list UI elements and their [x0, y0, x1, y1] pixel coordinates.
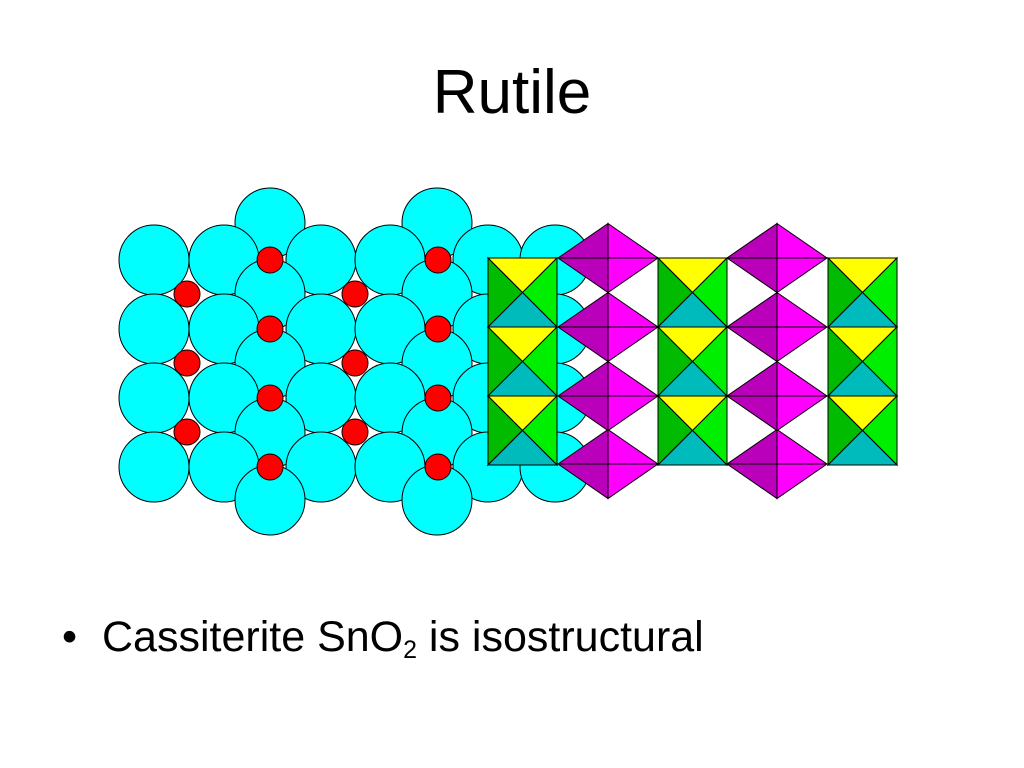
octahedron-face — [776, 360, 829, 397]
slide-title: Rutile — [432, 58, 592, 127]
titanium-atom — [424, 246, 452, 274]
octahedron-face — [607, 222, 660, 259]
bullet-text: Cassiterite SnO — [102, 613, 404, 661]
titanium-atom — [256, 246, 284, 274]
octahedron-face — [607, 428, 660, 465]
titanium-atom — [341, 280, 369, 308]
octahedron-face — [607, 257, 660, 294]
octahedron-face — [725, 257, 778, 294]
octahedron-face — [725, 326, 778, 363]
octahedron-face — [607, 326, 660, 363]
bullet-list: • Cassiterite SnO2 is isostructural — [62, 612, 704, 664]
octahedron-face — [776, 326, 829, 363]
bullet-text-tail: is isostructural — [416, 613, 704, 661]
octahedron-face — [776, 291, 829, 328]
octahedron-face — [725, 428, 778, 465]
octahedron-face — [607, 395, 660, 432]
octahedron-face — [776, 463, 829, 500]
titanium-atom — [256, 384, 284, 412]
polyhedral-model — [486, 222, 899, 500]
octahedron-face — [725, 360, 778, 397]
octahedron-face — [607, 360, 660, 397]
titanium-atom — [341, 418, 369, 446]
titanium-atom — [173, 349, 201, 377]
bullet-item: • Cassiterite SnO2 is isostructural — [62, 612, 704, 664]
octahedron-face — [725, 291, 778, 328]
titanium-atom — [256, 315, 284, 343]
titanium-atom — [173, 280, 201, 308]
octahedron-face — [607, 463, 660, 500]
octahedron-face — [656, 429, 729, 466]
formula-subscript: 2 — [403, 635, 417, 664]
titanium-atom — [424, 453, 452, 481]
octahedron-face — [725, 395, 778, 432]
octahedron-face — [826, 429, 899, 466]
oxygen-sphere — [118, 431, 190, 503]
octahedron-face — [607, 291, 660, 328]
titanium-atom — [424, 315, 452, 343]
octahedron-face — [486, 429, 559, 466]
titanium-atom — [424, 384, 452, 412]
sphere-packing-model — [118, 187, 591, 536]
titanium-atom — [173, 418, 201, 446]
octahedron-face — [776, 395, 829, 432]
octahedron-face — [776, 257, 829, 294]
octahedron-face — [776, 428, 829, 465]
octahedron-face — [725, 222, 778, 259]
titanium-atom — [341, 349, 369, 377]
octahedron-face — [776, 222, 829, 259]
bullet-marker: • — [62, 613, 78, 661]
titanium-atom — [256, 453, 284, 481]
octahedron-face — [725, 463, 778, 500]
